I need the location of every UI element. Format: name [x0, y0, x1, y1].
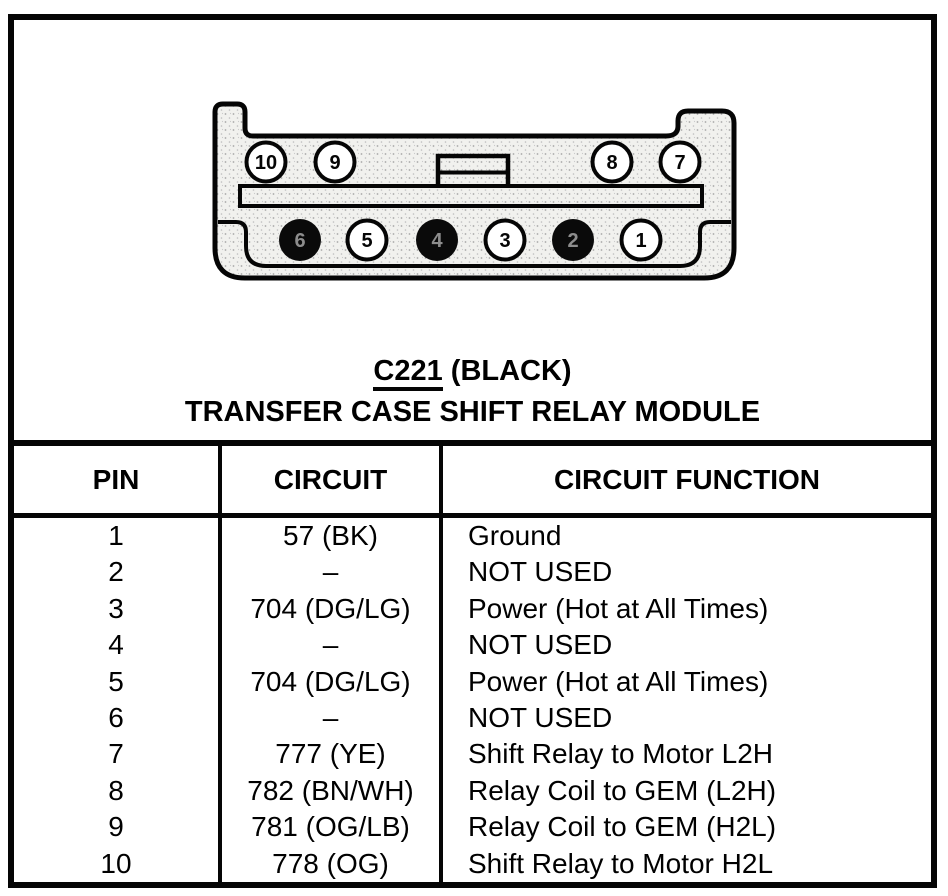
pin-1-circle	[619, 218, 663, 262]
function-cell: Relay Coil to GEM (L2H)	[468, 774, 777, 806]
pin-cell: 1	[108, 520, 124, 551]
module-name: TRANSFER CASE SHIFT RELAY MODULE	[184, 396, 761, 428]
function-cell: Shift Relay to Motor H2L	[468, 847, 774, 879]
circuit-cell: 57 (BK)	[283, 520, 378, 551]
pin-6-label: 6	[294, 230, 305, 252]
circuit-cell: 781 (OG/LB)	[251, 811, 410, 843]
pin-10-label: 10	[255, 152, 277, 174]
function-cell: Shift Relay to Motor L2H	[468, 738, 774, 770]
function-cell: Ground	[468, 520, 562, 551]
pin-1-label: 1	[635, 230, 646, 252]
circuit-cell: 777 (YE)	[275, 738, 386, 770]
pin-2-circle	[552, 219, 594, 261]
pin-3-label: 3	[499, 230, 510, 252]
pin-8-label: 8	[606, 152, 617, 174]
table-body: 1 2 3 4 5 6 7 8 9 10 57 (BK) – 704 (DG/L…	[14, 518, 931, 882]
circuit-cell: 778 (OG)	[272, 847, 389, 879]
header-circuit: CIRCUIT	[222, 446, 443, 513]
pinout-table: PIN CIRCUIT CIRCUIT FUNCTION 1 2 3 4 5 6…	[14, 440, 931, 882]
circuit-cell: –	[322, 701, 339, 733]
circuit-cell: 704 (DG/LG)	[250, 592, 411, 624]
pin-cell: 5	[108, 665, 124, 697]
pin-cell: 3	[108, 592, 124, 624]
pin-column: 1 2 3 4 5 6 7 8 9 10	[14, 518, 222, 882]
pin-cell: 6	[108, 701, 124, 733]
circuit-cell: –	[322, 629, 339, 661]
function-cell: NOT USED	[468, 701, 613, 733]
page-border-frame: 10 9 8 7 6 5 4 3 2 1 C221 (BLACK)	[8, 14, 937, 888]
pin-cell: 9	[108, 811, 124, 843]
function-cell: NOT USED	[468, 556, 613, 588]
pin-3-circle	[483, 218, 527, 262]
header-circuit-function: CIRCUIT FUNCTION	[554, 463, 820, 495]
pin-7-circle	[658, 140, 702, 184]
pin-10-circle	[244, 140, 288, 184]
pin-9-circle	[313, 140, 357, 184]
header-pin: PIN	[14, 446, 222, 513]
function-cell: NOT USED	[468, 629, 613, 661]
pin-cell: 10	[100, 847, 132, 879]
pin-2-label: 2	[567, 230, 578, 252]
function-cell: Relay Coil to GEM (H2L)	[468, 811, 777, 843]
table-header-row: PIN CIRCUIT CIRCUIT FUNCTION	[14, 446, 931, 518]
function-cell: Power (Hot at All Times)	[468, 665, 769, 697]
pin-6-circle	[279, 219, 321, 261]
pin-cell: 7	[108, 738, 124, 770]
pin-5-circle	[345, 218, 389, 262]
pin-cell: 4	[108, 629, 124, 661]
pin-4-circle	[416, 219, 458, 261]
connector-inner-lip	[218, 220, 731, 268]
pin-7-label: 7	[674, 152, 685, 174]
pin-8-circle	[590, 140, 634, 184]
connector-diagram: 10 9 8 7 6 5 4 3 2 1	[212, 101, 737, 281]
circuit-cell: –	[322, 556, 339, 588]
pin-cell: 8	[108, 774, 124, 806]
pin-9-label: 9	[329, 152, 340, 174]
pin-4-label: 4	[431, 230, 443, 252]
circuit-cell: 782 (BN/WH)	[247, 774, 414, 806]
pin-5-label: 5	[361, 230, 372, 252]
connector-id-line: C221 (BLACK)	[14, 351, 931, 392]
retainer-bar	[238, 184, 704, 208]
connector-caption: C221 (BLACK) TRANSFER CASE SHIFT RELAY M…	[14, 351, 931, 433]
connector-id: C221	[373, 355, 443, 391]
pin-cell: 2	[108, 556, 124, 588]
circuit-cell: 704 (DG/LG)	[250, 665, 411, 697]
circuit-function-column: Ground NOT USED Power (Hot at All Times)…	[443, 518, 931, 882]
circuit-column: 57 (BK) – 704 (DG/LG) – 704 (DG/LG) – 77…	[222, 518, 443, 882]
function-cell: Power (Hot at All Times)	[468, 592, 769, 624]
connector-color: (BLACK)	[450, 355, 572, 387]
